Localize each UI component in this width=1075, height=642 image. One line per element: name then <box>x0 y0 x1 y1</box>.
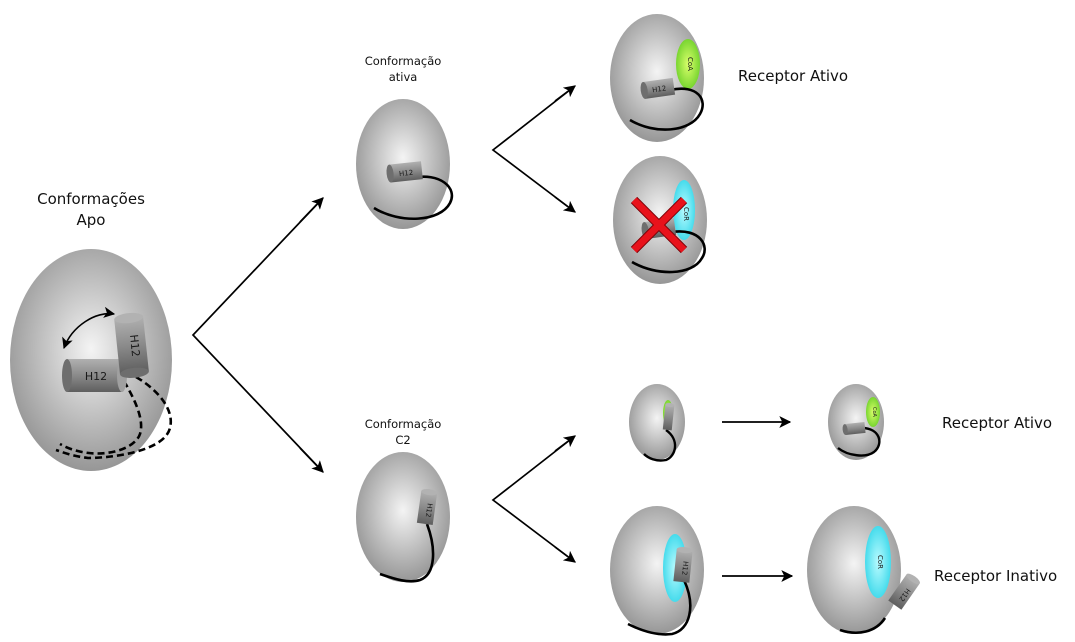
c2-conf-label-line1: Conformação <box>365 417 442 431</box>
large-receptor-cor-after: CoR H12 <box>807 506 920 634</box>
receptor-active-label-top: Receptor Ativo <box>738 67 848 85</box>
receptor-cor-blocked: CoR <box>613 156 707 284</box>
small-receptor-coa-before <box>629 384 685 462</box>
active-conf-receptor: H12 <box>356 99 454 229</box>
svg-text:CoR: CoR <box>682 207 690 221</box>
receptor-active-label-bottom: Receptor Ativo <box>942 414 1052 432</box>
corepressor-blocked <box>673 180 695 240</box>
apo-tail-dashed-1 <box>55 375 173 460</box>
apo-h12-vertical-label: H12 <box>127 334 142 358</box>
active-conf-label: Conformação ativa <box>365 54 442 84</box>
active-conf-tail <box>373 175 454 220</box>
arrow-to-coa-bound <box>554 85 576 102</box>
c2-conf-body <box>356 452 450 582</box>
active-conf-h12: H12 <box>386 161 423 183</box>
receptor-coa-top: CoA H12 <box>610 14 704 142</box>
c2-conf-label: Conformação C2 <box>365 417 442 447</box>
svg-text:H12: H12 <box>680 561 689 576</box>
arrow-to-small-coa <box>554 435 576 452</box>
svg-text:H12: H12 <box>424 503 434 518</box>
apo-receptor: H12 H12 <box>10 249 173 471</box>
c2-conf-label-line2: C2 <box>395 433 410 447</box>
svg-text:CoR: CoR <box>876 555 884 569</box>
receptor-inactive-label: Receptor Inativo <box>934 567 1057 585</box>
active-conf-label-line1: Conformação <box>365 54 442 68</box>
svg-text:H12: H12 <box>652 84 667 94</box>
receptor-coa-top-h12: H12 <box>640 77 676 99</box>
c2-branch-lines <box>491 435 576 563</box>
svg-text:H12: H12 <box>399 169 414 178</box>
apo-branch-lines <box>191 197 324 473</box>
arrow-to-active <box>299 197 324 223</box>
blocked-x-mark <box>630 196 688 254</box>
arrow-to-c2 <box>299 447 324 473</box>
svg-text:CoA: CoA <box>871 407 877 418</box>
small-receptor-coa-after: CoA <box>828 384 884 460</box>
svg-text:CoA: CoA <box>686 57 694 71</box>
receptor-cor-blocked-tail <box>631 230 706 274</box>
active-branch-lines <box>491 85 576 213</box>
apo-tail-dashed-2 <box>59 380 143 455</box>
apo-h12-vertical: H12 <box>114 312 149 378</box>
arrow-to-large-cor <box>554 546 576 563</box>
c2-conf-receptor: H12 <box>356 452 450 583</box>
apo-h12-horizontal: H12 <box>62 359 127 392</box>
receptor-coa-top-tail <box>629 87 704 131</box>
apo-label: Conformações Apo <box>37 190 145 229</box>
c2-conf-h12: H12 <box>416 488 438 525</box>
coactivator-top <box>676 39 700 89</box>
apo-motion-arrow <box>62 306 116 350</box>
c2-conf-tail <box>379 523 435 583</box>
active-conf-label-line2: ativa <box>389 70 418 84</box>
apo-label-line1: Conformações <box>37 190 145 208</box>
large-receptor-cor-before: H12 <box>610 506 704 636</box>
apo-label-line2: Apo <box>77 211 106 229</box>
apo-h12-horizontal-label: H12 <box>85 370 107 383</box>
arrow-to-cor-blocked <box>554 196 576 213</box>
